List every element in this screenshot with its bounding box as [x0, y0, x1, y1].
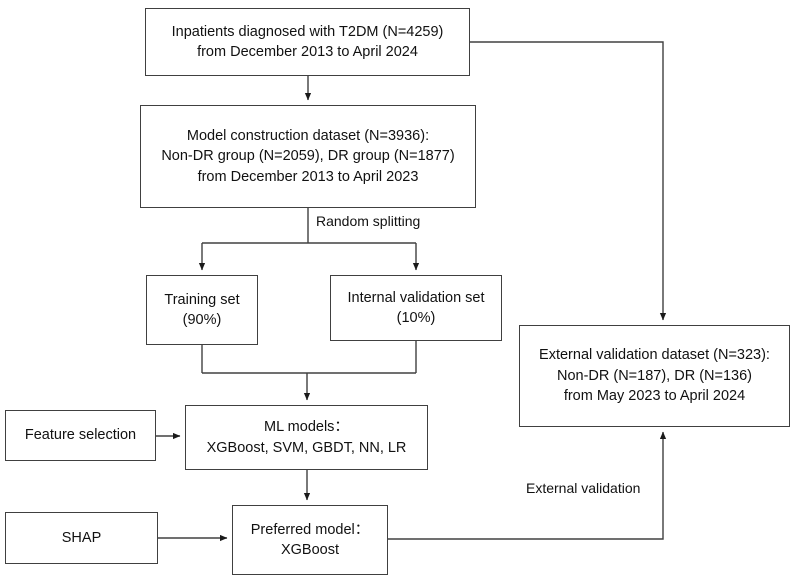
external-validation-line-1: External validation dataset (N=323): [539, 347, 770, 364]
ml-models-box[interactable]: ML models： XGBoost, SVM, GBDT, NN, LR [185, 405, 428, 470]
external-validation-label: External validation [524, 480, 643, 496]
model-construction-line-3: from December 2013 to April 2023 [197, 168, 419, 185]
preferred-model-line-1: Preferred model： [250, 521, 370, 538]
external-validation-dataset-box[interactable]: External validation dataset (N=323): Non… [519, 325, 790, 427]
ml-models-line-1: ML models： [264, 419, 349, 435]
internal-validation-line-1: Internal validation set [347, 289, 485, 306]
training-set-line-2: (90%) [182, 312, 222, 328]
inpatients-line-2: from December 2013 to April 2024 [197, 44, 418, 60]
feature-selection-box[interactable]: Feature selection [5, 410, 156, 461]
training-set-line-1: Training set [164, 291, 240, 308]
random-splitting-label: Random splitting [314, 213, 423, 229]
inpatients-line-1: Inpatients diagnosed with T2DM (N=4259) [171, 23, 444, 40]
external-validation-line-2: Non-DR (N=187), DR (N=136) [556, 367, 752, 384]
ml-models-line-2: XGBoost, SVM, GBDT, NN, LR [206, 439, 407, 456]
external-validation-line-3: from May 2023 to April 2024 [563, 388, 746, 405]
model-construction-line-1: Model construction dataset (N=3936): [186, 127, 430, 144]
inpatients-box[interactable]: Inpatients diagnosed with T2DM (N=4259) … [145, 8, 470, 76]
internal-validation-line-2: (10%) [396, 310, 436, 326]
shap-box[interactable]: SHAP [5, 512, 158, 564]
preferred-model-line-2: XGBoost [280, 542, 340, 558]
preferred-model-box[interactable]: Preferred model： XGBoost [232, 505, 388, 575]
training-set-box[interactable]: Training set (90%) [146, 275, 258, 345]
shap-line-1: SHAP [61, 529, 102, 546]
internal-validation-set-box[interactable]: Internal validation set (10%) [330, 275, 502, 341]
model-construction-line-2: Non-DR group (N=2059), DR group (N=1877) [161, 148, 455, 165]
model-construction-dataset-box[interactable]: Model construction dataset (N=3936): Non… [140, 105, 476, 208]
feature-selection-line-1: Feature selection [24, 427, 137, 444]
